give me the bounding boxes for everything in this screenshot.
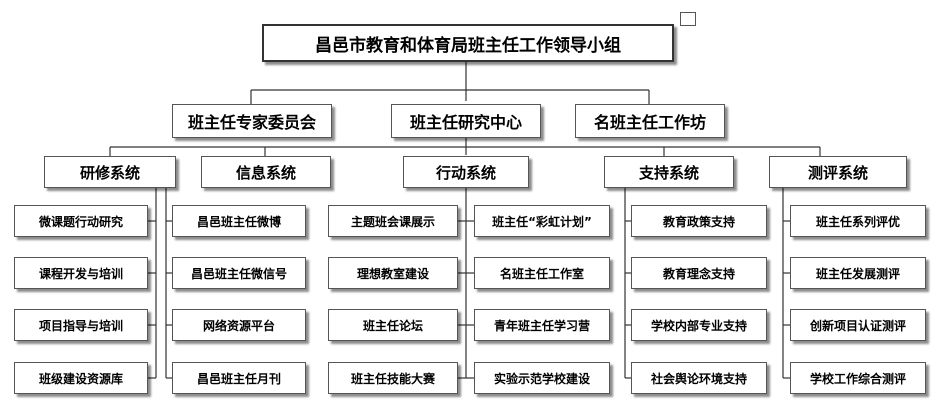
list-item: 班主任论坛 <box>328 309 458 341</box>
list-item: 昌邑班主任微博 <box>172 205 306 237</box>
corner-checkbox-icon <box>680 12 696 26</box>
system-cepin: 测评系统 <box>769 156 907 188</box>
list-item: 班主任发展测评 <box>790 257 926 289</box>
list-item: 青年班主任学习营 <box>474 309 610 341</box>
committee-research-center: 班主任研究中心 <box>391 104 541 138</box>
list-item: 班主任技能大赛 <box>328 362 458 394</box>
list-item: 昌邑班主任月刊 <box>172 362 306 394</box>
list-item: 教育理念支持 <box>631 257 767 289</box>
committee-expert: 班主任专家委员会 <box>172 104 332 138</box>
system-xinxi: 信息系统 <box>201 156 331 188</box>
list-item: 网络资源平台 <box>172 309 306 341</box>
list-item: 创新项目认证测评 <box>790 309 926 341</box>
list-item: 社会舆论环境支持 <box>631 362 767 394</box>
page-title: 昌邑市教育和体育局班主任工作领导小组 <box>262 24 674 62</box>
list-item: 昌邑班主任微信号 <box>172 257 306 289</box>
list-item: 项目指导与培训 <box>14 309 148 341</box>
list-item: 实验示范学校建设 <box>474 362 610 394</box>
list-item: 主题班会课展示 <box>328 205 458 237</box>
committee-workshop: 名班主任工作坊 <box>575 104 725 138</box>
list-item: 学校内部专业支持 <box>631 309 767 341</box>
list-item: 教育政策支持 <box>631 205 767 237</box>
system-xingdong: 行动系统 <box>403 156 529 188</box>
list-item: 班级建设资源库 <box>14 362 148 394</box>
system-zhichi: 支持系统 <box>604 156 734 188</box>
list-item: 班主任“彩虹计划” <box>474 205 610 237</box>
list-item: 学校工作综合测评 <box>790 362 926 394</box>
list-item: 名班主任工作室 <box>474 257 610 289</box>
list-item: 班主任系列评优 <box>790 205 926 237</box>
list-item: 理想教室建设 <box>328 257 458 289</box>
list-item: 微课题行动研究 <box>14 205 148 237</box>
list-item: 课程开发与培训 <box>14 257 148 289</box>
system-yanxiu: 研修系统 <box>44 156 176 188</box>
